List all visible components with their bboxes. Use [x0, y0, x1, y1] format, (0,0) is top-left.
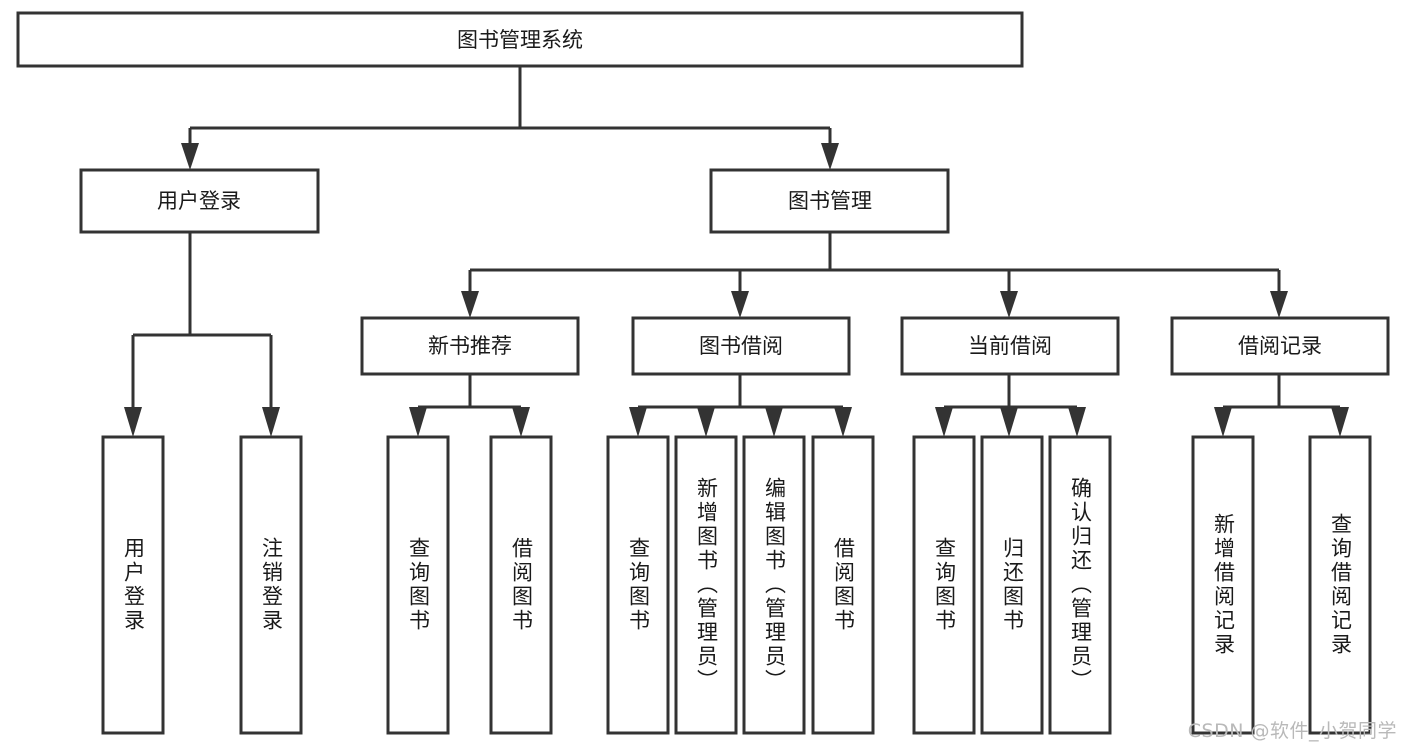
node-leaf-query-book-2-box[interactable] [606, 435, 670, 735]
arrowhead-borrowrecord-leaf-2 [1331, 407, 1349, 437]
arrowhead-bookmanage-child-4 [1270, 291, 1288, 318]
node-root-label: 图书管理系统 [457, 28, 583, 52]
node-book-manage-label: 图书管理 [788, 189, 872, 213]
arrowhead-root-to-userlogin [181, 143, 199, 170]
connector-group-book-borrow [629, 374, 852, 437]
node-book-manage-box[interactable] [709, 168, 950, 234]
arrowhead-bookmanage-child-3 [1000, 291, 1018, 318]
node-leaf-borrow-book-1-box[interactable] [489, 435, 553, 735]
node-leaf-confirm-return-box[interactable] [1048, 435, 1112, 735]
csdn-watermark: CSDN @软件_小贺同学 [1187, 720, 1397, 742]
node-leaf-add-record-box[interactable] [1191, 435, 1255, 735]
node-leaf-query-record-box[interactable] [1308, 435, 1372, 735]
node-leaf-edit-book-box[interactable] [742, 435, 806, 735]
arrowhead-userlogin-leaf-2 [262, 407, 280, 437]
arrowhead-bookborrow-leaf-2 [697, 407, 715, 437]
node-current-borrow-label: 当前借阅 [968, 334, 1052, 358]
arrowhead-bookborrow-leaf-1 [629, 407, 647, 437]
node-user-login-box[interactable] [79, 168, 320, 234]
node-leaf-return-book-box[interactable] [980, 435, 1044, 735]
node-book-borrow-label: 图书借阅 [699, 334, 783, 358]
node-new-book-rec-label: 新书推荐 [428, 334, 512, 358]
arrowhead-newbook-leaf-2 [512, 407, 530, 437]
arrowhead-bookmanage-child-2 [731, 291, 749, 318]
connector-group-user-login [124, 232, 280, 437]
arrowhead-bookmanage-child-1 [461, 291, 479, 318]
node-root-box[interactable] [16, 11, 1024, 68]
arrowhead-borrowrecord-leaf-1 [1214, 407, 1232, 437]
arrowhead-currentborrow-leaf-1 [935, 407, 953, 437]
node-leaf-borrow-book-2-box[interactable] [811, 435, 875, 735]
connector-group-root [181, 66, 839, 170]
node-new-book-rec-box[interactable] [360, 316, 580, 376]
node-leaf-add-book-box[interactable] [674, 435, 738, 735]
node-borrow-record-box[interactable] [1170, 316, 1390, 376]
node-leaf-query-book-1-box[interactable] [386, 435, 450, 735]
connector-group-new-book-rec [409, 374, 530, 437]
arrowhead-userlogin-leaf-1 [124, 407, 142, 437]
node-leaf-user-login-box[interactable] [101, 435, 165, 735]
node-leaf-logout-box[interactable] [239, 435, 303, 735]
node-book-borrow-box[interactable] [631, 316, 851, 376]
node-user-login-label: 用户登录 [157, 189, 241, 213]
node-borrow-record-label: 借阅记录 [1238, 334, 1322, 358]
arrowhead-bookborrow-leaf-3 [765, 407, 783, 437]
arrowhead-root-to-bookmanage [821, 143, 839, 170]
connector-group-book-manage [461, 232, 1288, 318]
connector-group-current-borrow [935, 374, 1086, 437]
connector-group-borrow-record [1214, 374, 1349, 437]
node-current-borrow-box[interactable] [900, 316, 1120, 376]
arrowhead-newbook-leaf-1 [409, 407, 427, 437]
arrowhead-bookborrow-leaf-4 [834, 407, 852, 437]
arrowhead-currentborrow-leaf-2 [1000, 407, 1018, 437]
arrowhead-currentborrow-leaf-3 [1068, 407, 1086, 437]
node-leaf-query-book-3-box[interactable] [912, 435, 976, 735]
